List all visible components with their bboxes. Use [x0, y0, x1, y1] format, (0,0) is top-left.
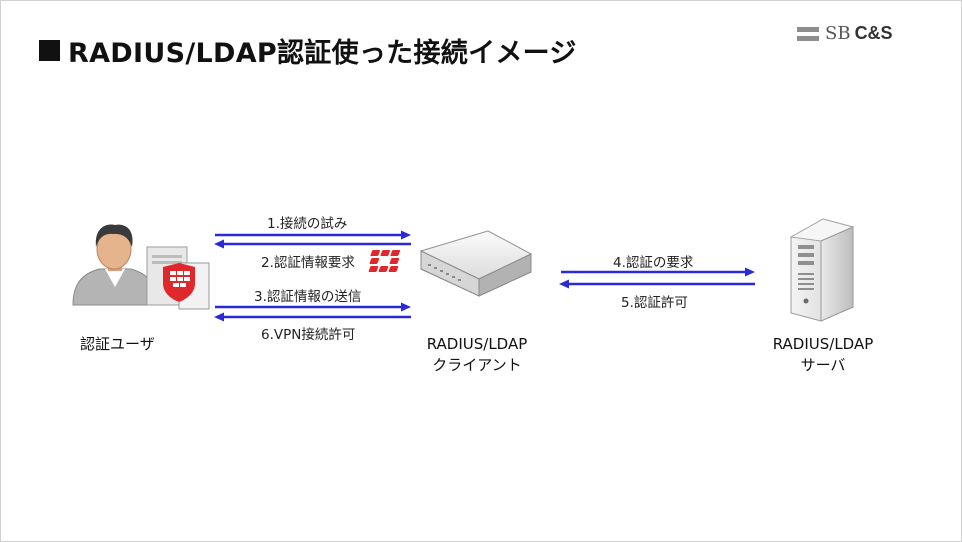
client-label: RADIUS/LDAP クライアント	[407, 334, 547, 376]
user-person-icon	[72, 224, 158, 306]
logo-bars-icon	[797, 26, 819, 41]
server-label-line2: サーバ	[800, 356, 846, 374]
user-label: 認証ユーザ	[80, 335, 155, 353]
arrow-label-5: 5.認証許可	[621, 295, 688, 311]
arrow-1-connect-attempt	[215, 230, 411, 240]
tower-server-icon	[789, 218, 855, 322]
user-pc-shield-icon	[146, 246, 210, 310]
arrow-6-vpn-permit	[214, 312, 411, 322]
arrow-3-send-credentials	[215, 302, 411, 312]
client-label-line2: クライアント	[432, 356, 522, 374]
page-title: RADIUS/LDAP認証使った接続イメージ	[39, 31, 577, 70]
square-bullet-icon	[39, 40, 60, 61]
arrow-4-auth-request	[561, 267, 755, 277]
arrow-label-1: 1.接続の試み	[267, 216, 348, 232]
arrow-label-3: 3.認証情報の送信	[254, 289, 362, 305]
arrow-label-2: 2.認証情報要求	[261, 255, 355, 271]
server-label: RADIUS/LDAP サーバ	[753, 334, 893, 376]
arrow-5-auth-permit	[559, 279, 755, 289]
page-title-text: RADIUS/LDAP認証使った接続イメージ	[68, 38, 577, 69]
logo-prefix: SB	[825, 23, 851, 44]
client-label-line1: RADIUS/LDAP	[426, 335, 528, 353]
firewall-appliance-icon	[368, 230, 533, 297]
arrow-label-6: 6.VPN接続許可	[261, 327, 356, 343]
arrow-2-credential-request	[214, 239, 411, 249]
logo-suffix: C&S	[854, 23, 893, 43]
server-label-line1: RADIUS/LDAP	[772, 335, 874, 353]
arrow-label-4: 4.認証の要求	[613, 255, 694, 271]
